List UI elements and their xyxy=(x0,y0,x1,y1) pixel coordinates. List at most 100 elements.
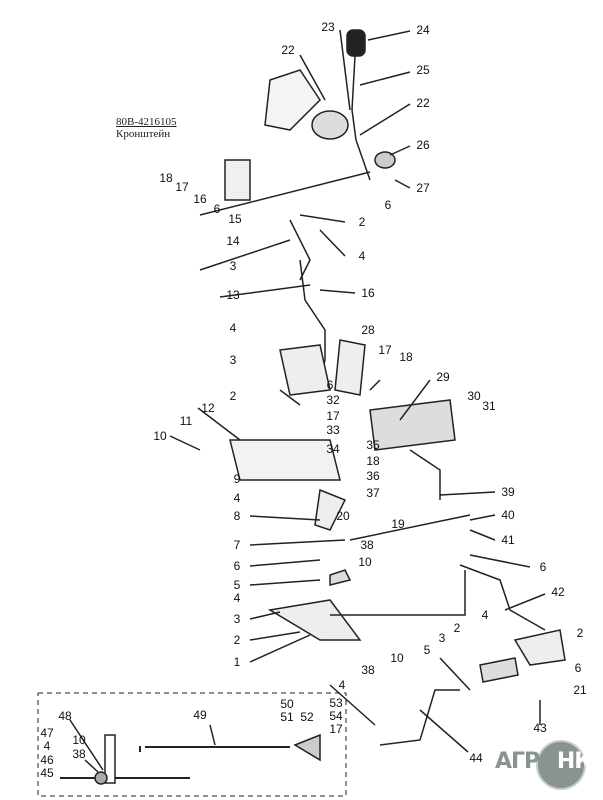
part-number-label: 32 xyxy=(326,393,340,407)
part-number-label: 3 xyxy=(229,259,237,273)
rod-44 xyxy=(379,689,460,746)
part-number-label: 33 xyxy=(326,423,340,437)
shift-lever xyxy=(351,55,371,181)
part-number-label: 25 xyxy=(416,63,430,77)
part-number-label: 21 xyxy=(573,683,587,697)
part-number-label: 2 xyxy=(229,389,237,403)
part-number-label: 38 xyxy=(361,663,375,677)
logo-right: НК xyxy=(556,749,592,774)
inset-part-number-label: 17 xyxy=(329,722,343,736)
gate-plate xyxy=(369,399,456,451)
part-number-label: 42 xyxy=(551,585,565,599)
part-number-label: 24 xyxy=(416,23,430,37)
part-number-label: 2 xyxy=(358,215,366,229)
bracket xyxy=(264,69,321,131)
inset-part-number-label: 47 xyxy=(40,726,54,740)
part-number-label: 30 xyxy=(467,389,481,403)
part-number-label: 14 xyxy=(226,234,240,248)
part-number-label: 6 xyxy=(233,559,241,573)
part-number-label: 10 xyxy=(153,429,167,443)
part-number-label: 40 xyxy=(501,508,515,522)
part-number-label: 7 xyxy=(233,538,241,552)
part-number-label: 3 xyxy=(438,631,446,645)
part-number-label: 28 xyxy=(361,323,375,337)
inset-part-number-label: 38 xyxy=(72,747,86,761)
part-number-label: 19 xyxy=(391,517,405,531)
inset-part-number-label: 4 xyxy=(43,739,51,753)
inset-part-number-label: 52 xyxy=(300,710,314,724)
inset-box xyxy=(37,692,347,797)
part-number-label: 20 xyxy=(336,509,350,523)
part-number-label: 4 xyxy=(233,491,241,505)
reference-code: 80B-4216105 xyxy=(116,116,177,128)
part-number-label: 27 xyxy=(416,181,430,195)
part-number-label: 17 xyxy=(378,343,392,357)
inset-part-number-label: 46 xyxy=(40,753,54,767)
part-number-label: 29 xyxy=(436,370,450,384)
part-number-label: 3 xyxy=(233,612,241,626)
inset-part-number-label: 49 xyxy=(193,708,207,722)
part-number-label: 4 xyxy=(338,678,346,692)
part-number-label: 4 xyxy=(481,608,489,622)
part-number-label: 23 xyxy=(321,20,335,34)
part-number-label: 4 xyxy=(229,321,237,335)
part-number-label: 4 xyxy=(233,591,241,605)
part-number-label: 18 xyxy=(159,171,173,185)
part-number-label: 2 xyxy=(576,626,584,640)
part-number-label: 2 xyxy=(453,621,461,635)
part-number-label: 34 xyxy=(326,442,340,456)
part-number-label: 6 xyxy=(384,198,392,212)
part-number-label: 6 xyxy=(326,378,334,392)
part-number-label: 15 xyxy=(228,212,242,226)
part-number-label: 43 xyxy=(533,721,547,735)
logo-circle xyxy=(536,740,586,790)
part-number-label: 2 xyxy=(233,633,241,647)
part-number-label: 22 xyxy=(281,43,295,57)
agronk-logo: АГРОНК xyxy=(495,749,592,774)
part-number-label: 4 xyxy=(358,249,366,263)
reference-callout: 80B-4216105 Кронштейн xyxy=(116,116,177,140)
part-number-label: 44 xyxy=(469,751,483,765)
pivot-bush xyxy=(311,110,349,140)
part-number-label: 35 xyxy=(366,438,380,452)
inset-part-number-label: 54 xyxy=(329,709,343,723)
lever-knob xyxy=(346,29,366,57)
inset-part-number-label: 10 xyxy=(72,733,86,747)
part-number-label: 6 xyxy=(539,560,547,574)
part-number-label: 3 xyxy=(229,353,237,367)
part-number-label: 12 xyxy=(201,401,215,415)
reference-name: Кронштейн xyxy=(116,128,171,140)
part-number-label: 6 xyxy=(574,661,582,675)
part-number-label: 1 xyxy=(233,655,241,669)
part-number-label: 10 xyxy=(358,555,372,569)
rod-upper xyxy=(199,171,371,216)
part-number-label: 11 xyxy=(179,414,193,428)
part-number-label: 31 xyxy=(482,399,496,413)
inset-part-number-label: 53 xyxy=(329,696,343,710)
inset-part-number-label: 48 xyxy=(58,709,72,723)
inset-part-number-label: 51 xyxy=(280,710,294,724)
part-number-label: 17 xyxy=(326,409,340,423)
part-number-label: 17 xyxy=(175,180,189,194)
part-number-label: 16 xyxy=(361,286,375,300)
part-number-label: 6 xyxy=(213,202,221,216)
inset-part-number-label: 45 xyxy=(40,766,54,780)
part-number-label: 39 xyxy=(501,485,515,499)
part-number-label: 5 xyxy=(233,578,241,592)
inset-part-number-label: 50 xyxy=(280,697,294,711)
part-number-label: 8 xyxy=(233,509,241,523)
part-number-label: 41 xyxy=(501,533,515,547)
part-number-label: 22 xyxy=(416,96,430,110)
part-number-label: 13 xyxy=(226,288,240,302)
part-number-label: 5 xyxy=(423,643,431,657)
logo-left: АГРО xyxy=(495,749,558,774)
part-number-label: 9 xyxy=(233,472,241,486)
part-number-label: 18 xyxy=(399,350,413,364)
part-number-label: 16 xyxy=(193,192,207,206)
part-number-label: 36 xyxy=(366,469,380,483)
rod-42 xyxy=(459,564,546,631)
part-number-label: 37 xyxy=(366,486,380,500)
part-number-label: 38 xyxy=(360,538,374,552)
